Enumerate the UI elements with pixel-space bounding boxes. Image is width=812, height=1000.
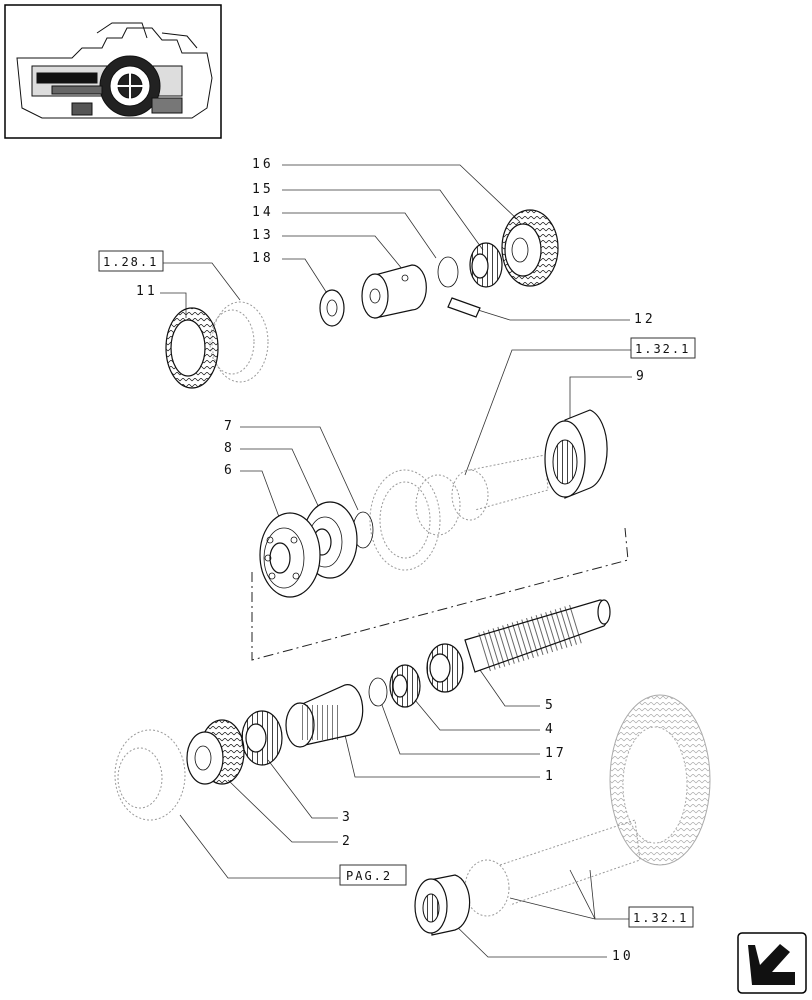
part-9-bearing-cup — [544, 409, 608, 499]
ghost-gear-cluster — [369, 454, 549, 571]
callout-17: 17 — [545, 746, 567, 761]
reference-pag-2[interactable]: PAG.2 — [339, 864, 407, 886]
thumbnail — [4, 4, 222, 139]
callout-7: 7 — [224, 419, 235, 434]
reference-pag-2-label: PAG.2 — [346, 869, 392, 883]
part-15-needle-bearing — [469, 242, 503, 288]
callout-15: 15 — [252, 182, 274, 197]
callout-2: 2 — [342, 834, 353, 849]
part-17-needle-bearing — [368, 664, 421, 708]
part-3-needle-bearing — [241, 710, 283, 766]
callout-4: 4 — [545, 722, 556, 737]
callout-9: 9 — [636, 369, 647, 384]
part-10-bearing-cup — [414, 874, 471, 936]
callout-11: 11 — [136, 284, 158, 299]
part-1-splined-sleeve — [285, 684, 364, 748]
callout-1: 1 — [545, 769, 556, 784]
reference-1-32-1-top-label: 1.32.1 — [635, 342, 690, 356]
part-6-ball-bearing — [259, 512, 321, 598]
reference-1-32-1-bottom[interactable]: 1.32.1 — [628, 906, 694, 928]
reference-1-32-1-top[interactable]: 1.32.1 — [630, 337, 696, 359]
callout-13: 13 — [252, 228, 274, 243]
part-12-pin — [447, 297, 481, 318]
callout-18: 18 — [252, 251, 274, 266]
callout-6: 6 — [224, 463, 235, 478]
callout-3: 3 — [342, 810, 353, 825]
callout-5: 5 — [545, 698, 556, 713]
part-18-washer — [319, 289, 345, 327]
next-page-arrow-icon[interactable] — [737, 932, 807, 994]
part-5-shaft — [464, 599, 611, 673]
reference-1-32-1-bottom-label: 1.32.1 — [633, 911, 688, 925]
ghost-gear-left — [114, 729, 186, 821]
part-4-bushing — [426, 643, 464, 693]
reference-1-28-1-label: 1.28.1 — [103, 255, 158, 269]
part-11-synchro-ring — [165, 301, 269, 389]
reference-1-28-1[interactable]: 1.28.1 — [98, 250, 164, 272]
part-2-gear — [186, 719, 245, 785]
callout-16: 16 — [252, 157, 274, 172]
callout-12: 12 — [634, 312, 656, 327]
ghost-bevel-pinion — [464, 694, 711, 917]
part-16-gear — [501, 209, 559, 287]
callout-10: 10 — [612, 949, 634, 964]
callout-14: 14 — [252, 205, 274, 220]
callout-8: 8 — [224, 441, 235, 456]
part-13-sleeve — [361, 264, 427, 319]
part-14-snap-ring — [437, 256, 459, 288]
